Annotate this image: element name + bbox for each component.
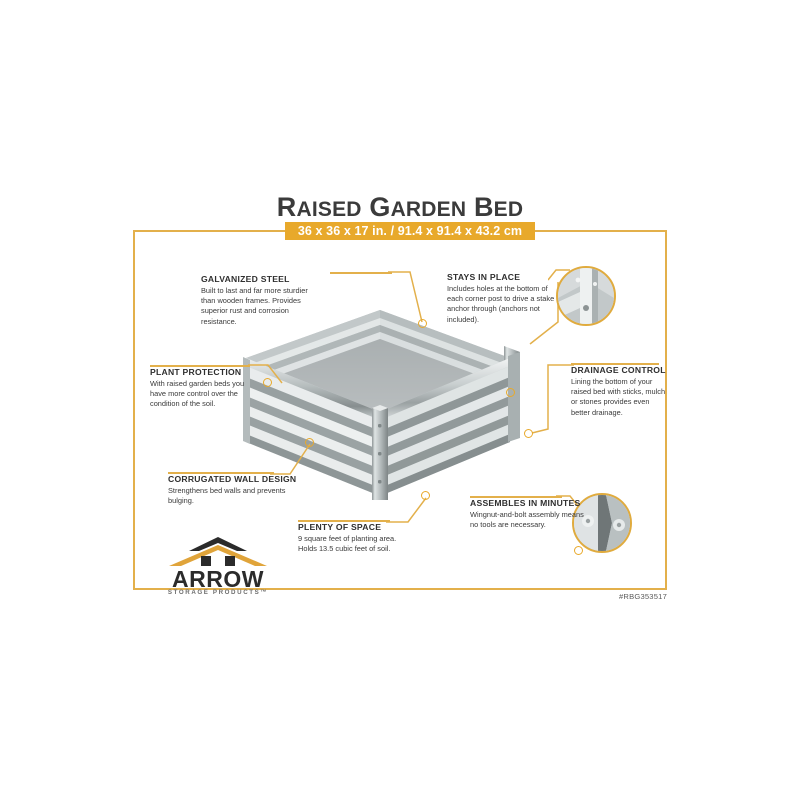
post-bolt [378, 424, 382, 428]
post-bolt [378, 452, 382, 456]
marker-corrugated-wall [305, 438, 314, 447]
callout-body-text: Includes holes at the bottom of each cor… [447, 284, 555, 324]
left-face-corrugations [243, 357, 380, 496]
brand-tagline: STORAGE PRODUCTS™ [167, 589, 269, 596]
callout-heading: STAYS IN PLACE [447, 272, 521, 282]
callout-drainage-control: DRAINAGE CONTROL Lining the bottom of yo… [571, 365, 667, 418]
callout-body: Strengthens bed walls and prevents bulgi… [168, 486, 286, 506]
callout-assembles-in-minutes: ASSEMBLES IN MINUTES Wingnut-and-bolt as… [470, 498, 588, 530]
right-face-corrugations [380, 358, 510, 496]
callout-stays-in-place: STAYS IN PLACE Includes holes at the bot… [447, 272, 559, 325]
leader-plenty-of-space-elbow [386, 497, 427, 523]
leader-assembles-elbow [556, 495, 579, 507]
front-corner-post [372, 405, 388, 500]
callout-body: Includes holes at the bottom of each cor… [447, 284, 559, 325]
arrow-roof-icon [169, 537, 267, 566]
leader-corrugated-wall [168, 472, 274, 474]
leader-plenty-of-space [298, 520, 390, 522]
leader-drainage-control [571, 363, 659, 365]
page-title: RAISED GARDEN BED [276, 192, 524, 222]
frame-right-edge [665, 230, 667, 590]
marker-assembles-in-minutes [574, 546, 583, 555]
leader-plant-protection-elbow [248, 364, 283, 384]
marker-stays-in-place [506, 388, 515, 397]
post-bolt [378, 480, 382, 484]
callout-body: Built to last and far more sturdier than… [201, 286, 308, 326]
leader-corrugated-wall-elbow [270, 443, 311, 475]
callout-body: With raised garden beds you have more co… [150, 379, 245, 409]
right-rear-post [508, 352, 520, 442]
arrow-logo: ARROW STORAGE PRODUCTS™ [163, 536, 273, 598]
leader-galvanized-steel-elbow [388, 271, 423, 323]
leader-drainage-control-elbow [531, 364, 574, 434]
callout-plant-protection: PLANT PROTECTION With raised garden beds… [150, 367, 258, 410]
marker-plant-protection [263, 378, 272, 387]
callout-heading: ASSEMBLES IN MINUTES [470, 498, 581, 508]
callout-corrugated-wall-design: CORRUGATED WALL DESIGN Strengthens bed w… [168, 474, 297, 506]
callout-heading: GALVANIZED STEEL [201, 274, 290, 284]
callout-heading: CORRUGATED WALL DESIGN [168, 474, 297, 484]
callout-heading: DRAINAGE CONTROL [571, 365, 666, 375]
callout-heading: PLANT PROTECTION [150, 367, 242, 377]
marker-drainage-control [524, 429, 533, 438]
leader-assembles-in-minutes [470, 496, 562, 498]
callout-body: Lining the bottom of your raised bed wit… [571, 377, 666, 417]
marker-plenty-of-space [421, 491, 430, 500]
marker-galvanized-steel [418, 319, 427, 328]
dimensions-banner: 36 x 36 x 17 in. / 91.4 x 91.4 x 43.2 cm [285, 222, 535, 240]
frame-top-right-segment [535, 230, 667, 232]
frame-left-edge [133, 230, 135, 590]
wingnut-hardware-photo [572, 493, 632, 553]
callout-galvanized-steel: GALVANIZED STEEL Built to last and far m… [201, 274, 323, 327]
callout-body: 9 square feet of planting area. Holds 13… [298, 534, 397, 554]
callout-plenty-of-space: PLENTY OF SPACE 9 square feet of plantin… [298, 522, 412, 554]
raised-garden-bed-illustration [243, 310, 520, 500]
leader-plant-protection [150, 365, 250, 367]
frame-top-left-segment [133, 230, 285, 232]
brand-name: ARROW [172, 566, 264, 592]
left-edge-trim [243, 357, 250, 444]
sku-code: #RBG353517 [618, 592, 667, 601]
corner-stake-hole-photo [556, 266, 616, 326]
leader-stays-in-place [548, 269, 570, 281]
callout-body: Wingnut-and-bolt assembly means no tools… [470, 510, 584, 530]
callout-heading: PLENTY OF SPACE [298, 522, 382, 532]
frame-bottom-edge [133, 588, 667, 590]
leader-galvanized-steel [330, 272, 392, 274]
